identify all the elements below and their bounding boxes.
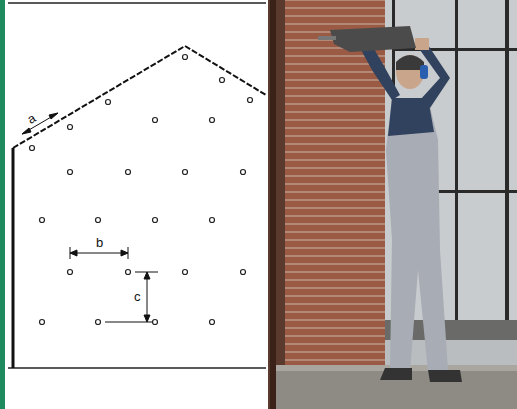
anchor-dot: [220, 78, 225, 83]
mortar-line: [285, 352, 385, 353]
mortar-line: [285, 256, 385, 257]
mortar-line: [285, 296, 385, 297]
anchor-dot: [241, 270, 246, 275]
anchor-dot: [96, 218, 101, 223]
mortar-line: [285, 88, 385, 89]
mortar-line: [285, 144, 385, 145]
anchor-dot: [153, 218, 158, 223]
mortar-line: [285, 216, 385, 217]
mortar-line: [285, 120, 385, 121]
mortar-line: [285, 128, 385, 129]
mortar-line: [285, 24, 385, 25]
anchor-dot: [40, 218, 45, 223]
anchor-dot: [106, 100, 111, 105]
mortar-line: [285, 248, 385, 249]
anchor-dot: [40, 320, 45, 325]
bottom-line: [8, 367, 266, 369]
mortar-line: [285, 312, 385, 313]
mortar-line: [285, 328, 385, 329]
mortar-line: [285, 96, 385, 97]
mortar-line: [285, 184, 385, 185]
mortar-line: [285, 104, 385, 105]
mortar-line: [285, 320, 385, 321]
mortar-line: [285, 200, 385, 201]
roof-line: [13, 46, 266, 148]
mortar-line: [285, 176, 385, 177]
mortar-line: [285, 112, 385, 113]
mortar-line: [285, 240, 385, 241]
mortar-line: [285, 160, 385, 161]
anchor-dot: [96, 320, 101, 325]
mortar-line: [285, 0, 385, 1]
mortar-line: [285, 192, 385, 193]
anchor-dots: [30, 55, 253, 325]
mortar-line: [285, 336, 385, 337]
anchor-dot: [248, 98, 253, 103]
dimension-label: b: [95, 236, 104, 250]
anchor-dot: [183, 170, 188, 175]
mortar-line: [285, 80, 385, 81]
anchor-dot: [68, 125, 73, 130]
dimension-label: c: [133, 290, 142, 304]
mortar-line: [285, 360, 385, 361]
side-bar: [0, 0, 5, 409]
dimension-c: [105, 272, 158, 322]
mortar-line: [285, 272, 385, 273]
top-line: [8, 2, 266, 4]
mortar-line: [285, 232, 385, 233]
mortar-line: [285, 8, 385, 9]
mortar-line: [285, 168, 385, 169]
mortar-line: [285, 16, 385, 17]
anchor-dot: [30, 146, 35, 151]
anchor-dot: [126, 170, 131, 175]
mortar-line: [285, 344, 385, 345]
wall-edge: [12, 148, 15, 368]
mortar-line: [285, 224, 385, 225]
mortar-line: [285, 152, 385, 153]
mortar-line: [285, 208, 385, 209]
anchor-dot: [183, 270, 188, 275]
photo: [268, 0, 517, 409]
anchor-dot: [210, 118, 215, 123]
anchor-dot: [210, 320, 215, 325]
anchor-dot: [153, 118, 158, 123]
anchor-dot: [153, 320, 158, 325]
mortar-line: [285, 72, 385, 73]
anchor-dot: [183, 55, 188, 60]
mortar-line: [285, 136, 385, 137]
anchor-dot: [68, 270, 73, 275]
anchor-dot: [210, 218, 215, 223]
mortar-line: [285, 264, 385, 265]
anchor-dot: [241, 170, 246, 175]
mortar-line: [285, 280, 385, 281]
anchor-dot: [68, 170, 73, 175]
anchor-dot: [126, 270, 131, 275]
mortar-line: [285, 304, 385, 305]
mortar-line: [285, 288, 385, 289]
